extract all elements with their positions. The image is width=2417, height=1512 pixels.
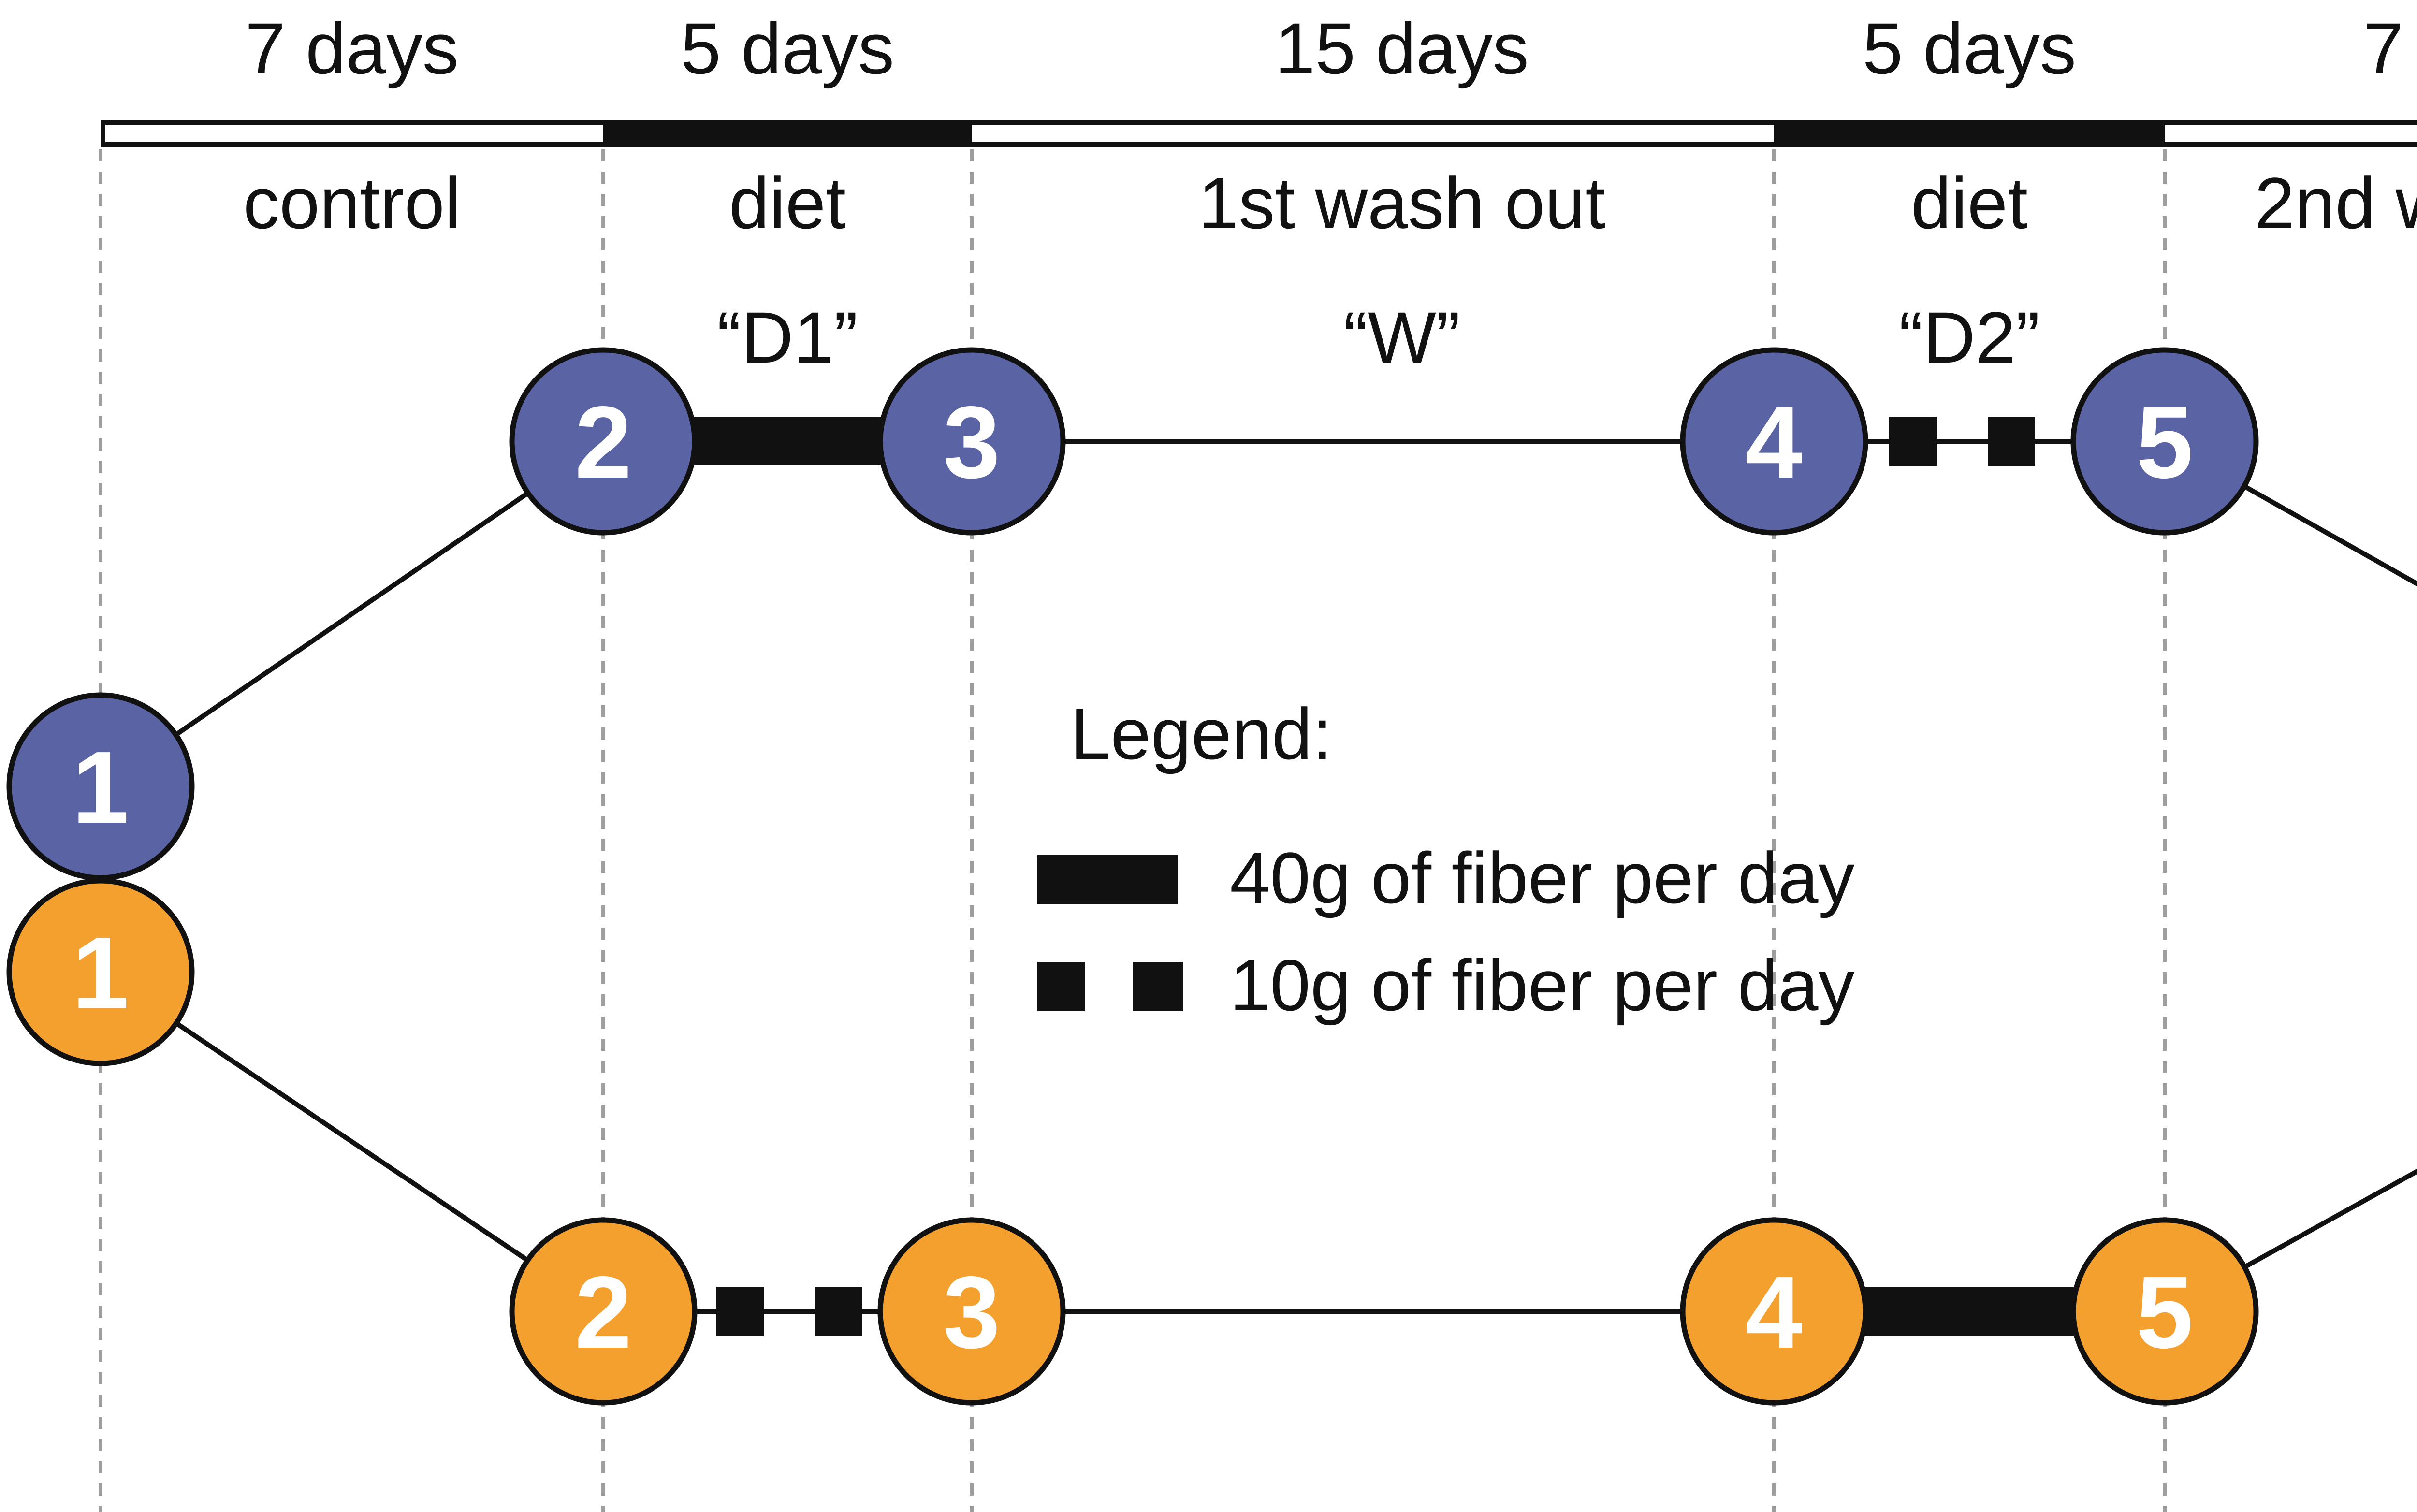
- node-orange-1-label: 1: [72, 916, 129, 1030]
- node-orange-2-circle: [509, 1217, 698, 1406]
- legend-item-10g-label: 10g of fiber per day: [1230, 945, 1855, 1026]
- phase-labels: control diet 1st wash out diet 2nd wash …: [243, 162, 2417, 244]
- timeline-bar: [101, 120, 2417, 147]
- phase-label-diet2: diet: [1911, 162, 2028, 244]
- duration-label-2: 5 days: [681, 8, 894, 89]
- fiber-10g-square-top-a: [1889, 417, 1937, 466]
- two-squares-swatch: [1037, 962, 1183, 1011]
- fiber-10g-squares: [716, 417, 2035, 1336]
- node-blue-5: 5: [2070, 347, 2259, 536]
- edge-orange-5-6: [2163, 1168, 2417, 1314]
- node-orange-4-circle: [1680, 1217, 1868, 1406]
- node-orange-1: 1: [6, 878, 195, 1066]
- phase-label-diet1: diet: [729, 162, 846, 244]
- node-orange-2: 2: [509, 1217, 698, 1406]
- duration-label-1: 7 days: [245, 8, 459, 89]
- node-blue-2: 2: [509, 347, 698, 536]
- node-blue-5-label: 5: [2136, 385, 2193, 499]
- phase-label-control: control: [243, 162, 461, 244]
- node-blue-4: 4: [1680, 347, 1868, 536]
- duration-label-5: 7 days: [2363, 8, 2417, 89]
- period-code-labels: “D1” “W” “D2”: [717, 297, 2040, 378]
- node-blue-1-label: 1: [72, 730, 129, 844]
- node-blue-3-label: 3: [943, 385, 1000, 499]
- edge-blue-5-6: [2163, 439, 2417, 587]
- legend-item-40g: 40g of fiber per day: [1037, 837, 1855, 918]
- orange-arm-nodes: 1 2 3 4 5 6: [6, 878, 2259, 1406]
- timeline-diet2-segment: [1774, 120, 2165, 147]
- node-orange-3-label: 3: [943, 1255, 1000, 1369]
- fiber-10g-square-bottom-a: [716, 1287, 764, 1336]
- legend: Legend: 40g of fiber per day 10g of fibe…: [1037, 693, 1855, 1026]
- node-orange-5: 5: [2070, 1217, 2259, 1406]
- node-orange-3: 3: [877, 1217, 1066, 1406]
- node-orange-5-label: 5: [2136, 1255, 2193, 1369]
- node-orange-5-circle: [2070, 1217, 2259, 1406]
- node-blue-3-circle: [877, 347, 1066, 536]
- node-orange-3-circle: [877, 1217, 1066, 1406]
- phase-label-washout2: 2nd wash out: [2255, 162, 2417, 244]
- blue-arm-nodes: 1 2 3 4 5 6: [6, 347, 2259, 881]
- legend-item-40g-label: 40g of fiber per day: [1230, 837, 1855, 918]
- fiber-10g-square-bottom-b: [815, 1287, 862, 1336]
- node-blue-3: 3: [877, 347, 1066, 536]
- node-blue-2-label: 2: [575, 385, 632, 499]
- node-blue-2-circle: [509, 347, 698, 536]
- phase-label-washout1: 1st wash out: [1198, 162, 1605, 244]
- two-squares-swatch-b: [1133, 962, 1183, 1011]
- period-code-d1: “D1”: [717, 297, 858, 378]
- duration-label-3: 15 days: [1275, 8, 1529, 89]
- legend-title: Legend:: [1070, 693, 1332, 774]
- solid-bar-swatch: [1037, 855, 1178, 904]
- node-blue-4-circle: [1680, 347, 1868, 536]
- node-orange-4: 4: [1680, 1217, 1868, 1406]
- period-code-d2: “D2”: [1899, 297, 2040, 378]
- node-orange-4-label: 4: [1746, 1255, 1803, 1369]
- timeline-diet1-segment: [603, 120, 972, 147]
- period-code-w: “W”: [1343, 297, 1460, 378]
- node-blue-4-label: 4: [1746, 385, 1803, 499]
- duration-label-4: 5 days: [1863, 8, 2076, 89]
- node-orange-1-circle: [6, 878, 195, 1066]
- two-squares-swatch-a: [1037, 962, 1085, 1011]
- legend-item-10g: 10g of fiber per day: [1037, 945, 1855, 1026]
- duration-labels: 7 days 5 days 15 days 5 days 7 days: [245, 8, 2417, 89]
- node-blue-1: 1: [6, 692, 195, 881]
- node-blue-1-circle: [6, 692, 195, 881]
- edge-blue-1-2: [99, 439, 605, 789]
- fiber-10g-square-top-b: [1988, 417, 2035, 466]
- node-blue-5-circle: [2070, 347, 2259, 536]
- node-orange-2-label: 2: [575, 1255, 632, 1369]
- edge-orange-1-2: [99, 970, 605, 1314]
